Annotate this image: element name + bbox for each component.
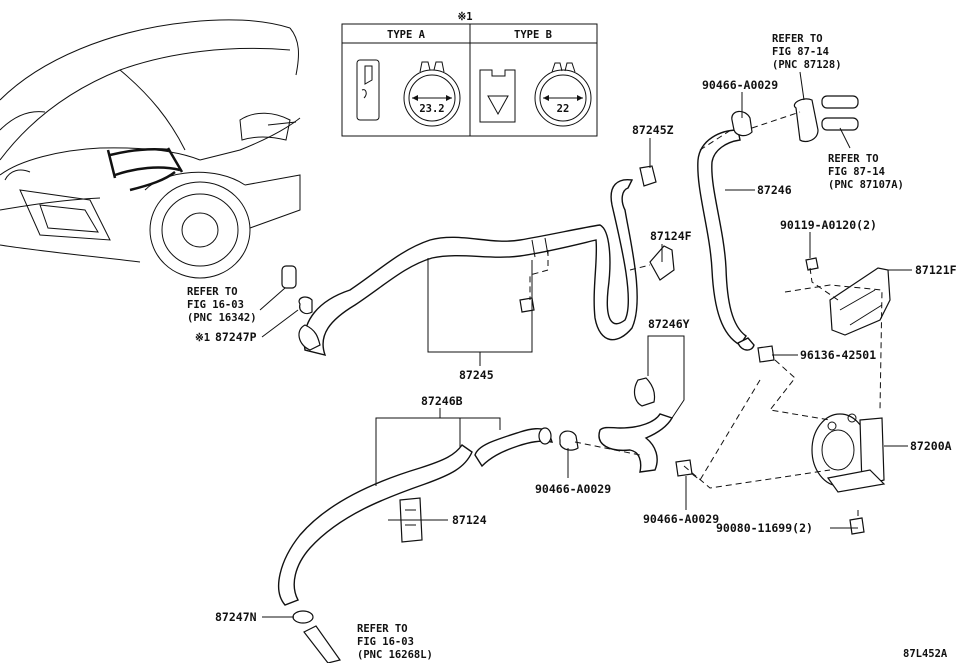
refer-87128-line1: REFER TO xyxy=(772,33,823,45)
clamp-87247n xyxy=(292,610,314,624)
type-a-clip-side xyxy=(356,59,380,121)
legend-type-b-header: TYPE B xyxy=(514,29,552,41)
type-a-clamp: 23.2 xyxy=(403,61,461,127)
vehicle-illustration xyxy=(0,19,301,279)
refer-16268l-line3: (PNC 16268L) xyxy=(357,649,433,661)
connector-refer-16342 xyxy=(281,265,297,289)
pump-87200a xyxy=(811,413,886,493)
type-a-dimension: 23.2 xyxy=(419,103,444,115)
legend-type-a-header: TYPE A xyxy=(387,29,426,41)
label-87124f: 87124F xyxy=(650,229,692,243)
bolt-90119 xyxy=(805,257,819,271)
refer-16268l-line1: REFER TO xyxy=(357,623,408,635)
label-90080: 90080-11699(2) xyxy=(716,521,813,535)
clamp-90466-top xyxy=(731,110,753,137)
legend-mark: ※1 xyxy=(457,11,472,23)
clip-96136 xyxy=(757,345,775,363)
type-b-clamp: 22 xyxy=(534,62,592,127)
hose-87246b xyxy=(278,427,554,606)
label-90466-low: 90466-A0029 xyxy=(643,512,719,526)
alignment-lines xyxy=(529,111,883,520)
part-number-labels: 90466-A0029 87245Z 87246 87124F 90119-A0… xyxy=(195,78,957,660)
leader-lines xyxy=(259,71,912,618)
bracket-87121f xyxy=(829,267,891,336)
refer-87107a-line3: (PNC 87107A) xyxy=(828,179,904,191)
grommet-87247p xyxy=(298,296,313,315)
label-87247n: 87247N xyxy=(215,610,257,624)
refer-16342-line1: REFER TO xyxy=(187,286,238,298)
connector-refer-16268l xyxy=(303,625,341,663)
clamp-90466-mid xyxy=(559,430,579,451)
label-87246y: 87246Y xyxy=(648,317,690,331)
type-b-dimension: 22 xyxy=(557,103,570,115)
type-b-clip-side xyxy=(479,69,516,123)
label-96136: 96136-42501 xyxy=(800,348,876,362)
bolt-90080 xyxy=(849,517,865,535)
clamp-87245z xyxy=(639,165,657,187)
refer-87107a-line2: FIG 87-14 xyxy=(828,166,885,178)
grommet-refer-87128 xyxy=(793,95,859,143)
label-87247p-mark: ※1 xyxy=(195,332,210,344)
figure-code: 87L452A xyxy=(903,648,948,660)
callout-refer-87128: REFER TO FIG 87-14 (PNC 87128) xyxy=(772,33,842,71)
callout-refer-87107a: REFER TO FIG 87-14 (PNC 87107A) xyxy=(828,153,904,191)
label-87124: 87124 xyxy=(452,513,487,527)
label-87121f: 87121F xyxy=(915,263,957,277)
refer-87107a-line1: REFER TO xyxy=(828,153,879,165)
label-87247p: 87247P xyxy=(215,330,257,344)
hose-87245 xyxy=(298,178,638,356)
refer-16342-line3: (PNC 16342) xyxy=(187,312,257,324)
label-87246: 87246 xyxy=(757,183,792,197)
type-legend-box: ※1 TYPE A TYPE B 23.2 xyxy=(341,11,598,137)
refer-87128-line2: FIG 87-14 xyxy=(772,46,829,58)
clip-90466-low xyxy=(675,459,693,477)
label-87245z: 87245Z xyxy=(632,123,674,137)
label-90119: 90119-A0120(2) xyxy=(780,218,877,232)
hose-87246 xyxy=(697,129,755,351)
callout-refer-16268l: REFER TO FIG 16-03 (PNC 16268L) xyxy=(357,623,433,661)
label-87200a: 87200A xyxy=(910,439,952,453)
refer-16342-line2: FIG 16-03 xyxy=(187,299,244,311)
refer-16268l-line2: FIG 16-03 xyxy=(357,636,414,648)
hose-87246y xyxy=(598,377,674,473)
refer-87128-line3: (PNC 87128) xyxy=(772,59,842,71)
label-87245: 87245 xyxy=(459,368,494,382)
label-90466-mid: 90466-A0029 xyxy=(535,482,611,496)
label-87246b: 87246B xyxy=(421,394,463,408)
callout-refer-16342: REFER TO FIG 16-03 (PNC 16342) xyxy=(187,286,257,324)
label-90466-top: 90466-A0029 xyxy=(702,78,778,92)
